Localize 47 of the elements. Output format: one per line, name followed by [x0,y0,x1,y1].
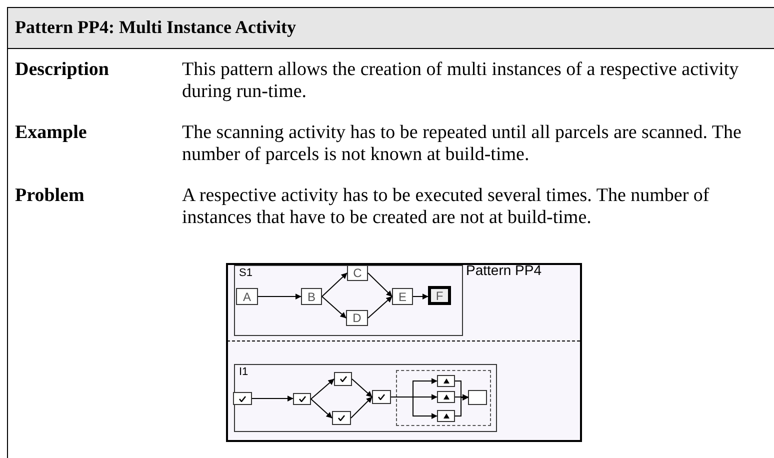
arrow [454,394,468,400]
activity-box [334,372,352,386]
arrow [352,378,372,398]
arrow [322,296,346,318]
diagram-label: Pattern PP4 [466,262,542,278]
activity-box [468,390,487,405]
node-label: A [242,290,252,304]
node-label: F [434,288,444,302]
arrow [322,272,348,297]
row-text: A respective activity has to be executed several times. The number of instances that have to be created are not at build-time. [182,185,710,229]
activity-box [233,392,252,405]
arrow [412,294,428,300]
row-heading: Description [15,59,110,81]
node-label: C [352,266,363,280]
node-label: D [352,311,362,325]
activity-box [428,286,451,305]
activity-box [392,288,413,305]
process-panel [234,265,463,336]
activity-box [236,288,258,305]
activity-box [332,411,351,425]
activity-box [437,391,455,403]
arrow [310,398,332,418]
arrow [368,272,392,297]
panel-title: I1 [239,366,248,379]
arrow [350,396,372,418]
arrow [258,294,302,300]
activity-box [372,390,391,404]
arrow [390,396,438,419]
activity-box [293,393,311,405]
row-text: This pattern allows the creation of multi instances of a respective activity during run-time. [182,59,740,103]
row-text: The scanning activity has to be repeated until all parcels are scanned. The number of parcels is not known at build-time. [182,122,742,166]
row-heading: Problem [15,185,86,207]
activity-box [347,265,368,281]
process-panel [234,364,497,432]
arrow [368,296,392,318]
panel-title: S1 [239,267,252,280]
activity-box [301,288,322,305]
node-label: E [397,290,408,304]
activity-box [437,410,455,422]
row-heading: Example [15,122,88,144]
activity-box [346,310,368,326]
activity-box [437,375,455,387]
node-label: B [306,290,316,304]
arrow [252,396,294,402]
dashed-group-box [396,370,491,426]
table-title: Pattern PP4: Multi Instance Activity [15,17,296,38]
arrow [310,378,334,400]
